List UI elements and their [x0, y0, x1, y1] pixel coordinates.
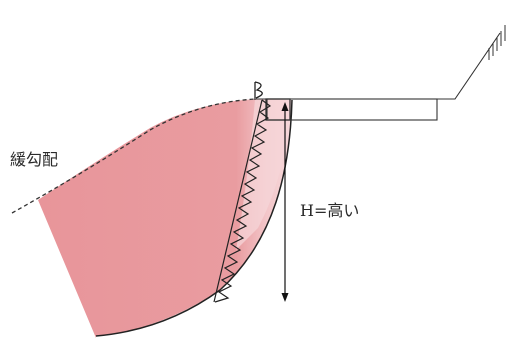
shearing-wall — [213, 99, 272, 303]
crown-flag-icon — [254, 81, 263, 100]
slip-surface — [95, 99, 293, 337]
height-label: H=高い — [300, 201, 360, 220]
landslide-mass — [38, 99, 292, 338]
weathered-zone — [236, 99, 290, 250]
crown-marker — [265, 98, 291, 121]
upper-ground-line — [256, 32, 501, 100]
height-arrow — [281, 102, 289, 302]
hill-hatching — [488, 25, 506, 60]
gentle-slope-label: 緩勾配 — [10, 150, 59, 169]
road-structure — [266, 98, 438, 121]
gentle-slope-ground-line — [11, 98, 257, 214]
